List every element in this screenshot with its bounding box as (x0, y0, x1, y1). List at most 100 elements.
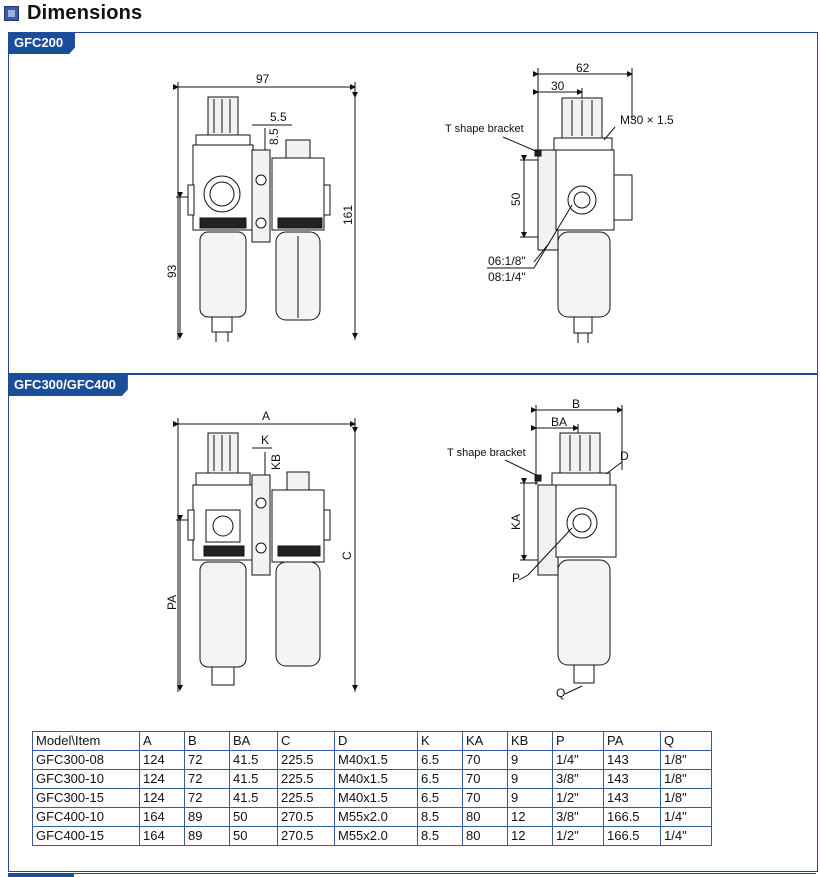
table-cell: 124 (139, 750, 185, 770)
gfc300-side-view (504, 405, 623, 695)
table-cell: 225.5 (277, 769, 335, 789)
gfc200-bracket-label: T shape bracket (445, 123, 524, 135)
table-cell: 143 (603, 769, 661, 789)
table-cell: 124 (139, 769, 185, 789)
table-cell: 1/8" (660, 788, 712, 808)
table-cell: P (552, 731, 604, 751)
table-cell: 143 (603, 750, 661, 770)
table-cell: 50 (229, 807, 278, 827)
gfc300-front-view (173, 418, 358, 692)
gfc200-side-view (487, 68, 633, 343)
table-cell: B (184, 731, 230, 751)
table-cell: 124 (139, 788, 185, 808)
gfc200-dim-width: 97 (256, 72, 270, 86)
table-cell: 89 (184, 826, 230, 846)
gfc200-port2: 08:1/4" (488, 270, 526, 284)
table-cell: 143 (603, 788, 661, 808)
gfc300-side-ba: BA (551, 415, 567, 429)
panel-label-gfc200: GFC200 (8, 32, 75, 54)
table-cell: GFC300-08 (32, 750, 140, 770)
gfc200-dim-kb: 8.5 (267, 128, 281, 145)
gfc300-side-ka: KA (509, 514, 523, 530)
panel-gfc200: GFC200 (8, 32, 818, 374)
bottom-divider (8, 873, 816, 874)
table-cell: 41.5 (229, 750, 278, 770)
table-cell: 8.5 (417, 826, 463, 846)
gfc300-side-q: Q (556, 686, 565, 700)
table-cell: M40x1.5 (334, 788, 418, 808)
panel-label-gfc300: GFC300/GFC400 (8, 374, 128, 396)
gfc200-front-view (173, 82, 358, 342)
table-cell: 72 (184, 750, 230, 770)
table-cell: 50 (229, 826, 278, 846)
table-cell: 70 (462, 769, 508, 789)
table-cell: 9 (507, 750, 553, 770)
table-cell: GFC400-10 (32, 807, 140, 827)
table-cell: 41.5 (229, 769, 278, 789)
gfc200-dim-height: 161 (341, 205, 355, 225)
table-cell: Model\Item (32, 731, 140, 751)
table-cell: 164 (139, 826, 185, 846)
header-bullet-icon (4, 5, 19, 21)
gfc300-dim-kb: KB (269, 454, 283, 470)
gfc200-side-ba: 30 (551, 79, 565, 93)
table-cell: 270.5 (277, 826, 335, 846)
gfc300-side-d: D (620, 449, 629, 463)
gfc200-dim-pa: 93 (165, 264, 179, 278)
table-cell: 89 (184, 807, 230, 827)
table-cell: M55x2.0 (334, 826, 418, 846)
gfc300-bracket-label: T shape bracket (447, 447, 526, 459)
table-cell: 80 (462, 826, 508, 846)
table-cell: BA (229, 731, 278, 751)
gfc300-dim-k: K (261, 433, 269, 447)
table-cell: M55x2.0 (334, 807, 418, 827)
gfc300-dim-c: C (340, 551, 354, 560)
table-cell: 12 (507, 826, 553, 846)
table-cell: PA (603, 731, 661, 751)
gfc300-side-p: P (512, 571, 520, 585)
table-cell: K (417, 731, 463, 751)
table-cell: KB (507, 731, 553, 751)
gfc200-dim-k: 5.5 (270, 110, 287, 124)
table-cell: 1/8" (660, 769, 712, 789)
table-cell: 270.5 (277, 807, 335, 827)
table-cell: 3/8" (552, 807, 604, 827)
table-cell: 9 (507, 788, 553, 808)
table-cell: 12 (507, 807, 553, 827)
table-cell: 1/4" (552, 750, 604, 770)
table-cell: M40x1.5 (334, 769, 418, 789)
table-cell: M40x1.5 (334, 750, 418, 770)
gfc200-port1: 06:1/8" (488, 254, 526, 268)
gfc300-dim-a: A (262, 409, 270, 423)
table-cell: 70 (462, 750, 508, 770)
table-cell: 1/8" (660, 750, 712, 770)
table-cell: 80 (462, 807, 508, 827)
gfc200-side-b: 62 (576, 61, 590, 75)
table-cell: 164 (139, 807, 185, 827)
table-cell: C (277, 731, 335, 751)
table-cell: D (334, 731, 418, 751)
gfc300-side-b: B (572, 397, 580, 411)
table-cell: GFC300-15 (32, 788, 140, 808)
table-cell: A (139, 731, 185, 751)
table-cell: KA (462, 731, 508, 751)
table-cell: Q (660, 731, 712, 751)
table-cell: 1/2" (552, 826, 604, 846)
table-cell: 70 (462, 788, 508, 808)
table-cell: 41.5 (229, 788, 278, 808)
table-cell: 6.5 (417, 769, 463, 789)
section-header: Dimensions (4, 2, 142, 24)
table-cell: 6.5 (417, 788, 463, 808)
table-cell: 225.5 (277, 788, 335, 808)
table-cell: 8.5 (417, 807, 463, 827)
table-cell: GFC400-15 (32, 826, 140, 846)
table-cell: 72 (184, 788, 230, 808)
table-cell: 1/2" (552, 788, 604, 808)
